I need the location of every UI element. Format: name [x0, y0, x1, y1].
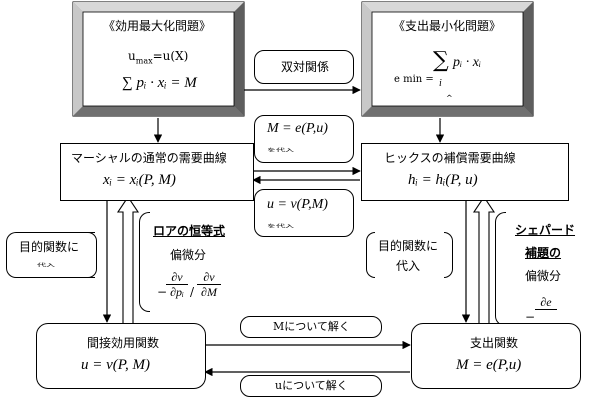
solve-for-m-label: Mについて解く: [273, 320, 350, 333]
roy-slash: /: [190, 285, 195, 299]
marshall-title: マーシャルの通常の需要曲線: [71, 151, 227, 165]
expenditure-formula: M = e(P,u): [456, 357, 522, 373]
roy-title: ロアの恒等式: [153, 224, 226, 238]
left-objective-box: 目的関数に 代入: [6, 232, 95, 278]
u-equals-v-box: u = v(P,M) を代入: [254, 189, 354, 237]
roy-den-2: ∂M: [201, 285, 217, 299]
m-equals-e-footnote: を代入: [267, 148, 295, 153]
right-objective-line1: 目的関数に: [378, 239, 439, 253]
marshall-formula: xᵢ = xᵢ(P, M): [103, 172, 176, 188]
shephard-left-bracket: [495, 212, 506, 326]
objective-rhs: =u(X): [152, 49, 189, 63]
u-equals-v-footnote: を代入: [267, 224, 295, 229]
summand: pᵢ · xᵢ: [453, 55, 482, 70]
shephard-num: ∂e: [535, 295, 557, 310]
left-objective-line1: 目的関数に: [19, 240, 80, 254]
right-objective-left-bracket: [366, 232, 375, 278]
objective-max-sub: max: [135, 56, 153, 66]
roy-fraction-1: ∂v ∂pᵢ: [166, 270, 188, 299]
utility-max-title: 《効用最大化問題》: [103, 19, 212, 33]
hicks-formula: hᵢ = hᵢ(P, u): [408, 172, 478, 188]
duality-label: 双対関係: [281, 60, 330, 74]
shephard-lemma-box: シェパード 補題の 偏微分 − ∂e: [495, 212, 587, 326]
objective-prefix: e min =: [394, 74, 434, 85]
m-equals-e-box: M = e(P,u) を代入: [254, 115, 354, 163]
shephard-title-line2: 補題の: [525, 246, 562, 260]
budget-constraint: ∑ pᵢ · xᵢ = M: [122, 75, 197, 91]
u-equals-v-formula: u = v(P,M): [267, 197, 328, 212]
expenditure-box-bevel: [361, 1, 534, 117]
shephard-fraction: ∂e: [535, 295, 557, 310]
caret: ^: [446, 94, 453, 103]
marshall-demand-box: マーシャルの通常の需要曲線 xᵢ = xᵢ(P, M): [60, 143, 254, 201]
solve-for-m-box: Mについて解く: [240, 316, 382, 338]
expenditure-function-box: 支出関数 M = e(P,u): [411, 323, 581, 389]
solve-for-u-label: uについて解く: [275, 379, 348, 392]
expenditure-title: 支出関数: [470, 336, 519, 350]
m-equals-e-formula: M = e(P,u): [267, 121, 328, 136]
hicks-title: ヒックスの補償需要曲線: [384, 151, 516, 165]
left-objective-line2: 代入: [37, 263, 56, 268]
roy-left-bracket: [139, 212, 150, 312]
roy-identity-box: ロアの恒等式 偏微分 − ∂v ∂pᵢ / ∂v ∂M: [139, 212, 229, 312]
expenditure-min-title: 《支出最小化問題》: [393, 19, 502, 33]
roy-num-1: ∂v: [166, 270, 188, 285]
solve-for-u-box: uについて解く: [240, 375, 382, 397]
sum-index: i: [439, 78, 442, 89]
sum-symbol: ∑: [433, 48, 449, 73]
shephard-minus: −: [525, 310, 536, 324]
duality-box: 双対関係: [254, 50, 354, 84]
roy-minus: −: [157, 285, 168, 299]
hicks-demand-box: ヒックスの補償需要曲線 hᵢ = hᵢ(P, u): [361, 143, 569, 201]
roy-fraction-2: ∂v ∂M: [197, 270, 221, 299]
roy-subtitle: 偏微分: [170, 248, 207, 262]
objective-u: u: [128, 49, 136, 63]
indirect-formula: u = v(P, M): [81, 357, 150, 373]
utility-max-objective: umax=u(X): [128, 49, 188, 68]
right-objective-box: 目的関数に 代入: [366, 232, 453, 278]
indirect-title: 間接効用関数: [87, 336, 160, 350]
roy-hollow-arrow: [116, 196, 140, 327]
indirect-utility-box: 間接効用関数 u = v(P, M): [36, 323, 206, 389]
utility-box-bevel: [72, 1, 245, 117]
shephard-hollow-arrow: [472, 196, 496, 327]
shephard-subtitle: 偏微分: [525, 269, 562, 283]
roy-den-1: ∂pᵢ: [170, 285, 184, 299]
roy-num-2: ∂v: [197, 270, 221, 285]
shephard-title-line1: シェパード: [515, 223, 576, 237]
right-objective-right-bracket: [444, 232, 453, 278]
left-objective-right-bracket: [88, 232, 97, 278]
right-objective-line2: 代入: [396, 259, 421, 273]
